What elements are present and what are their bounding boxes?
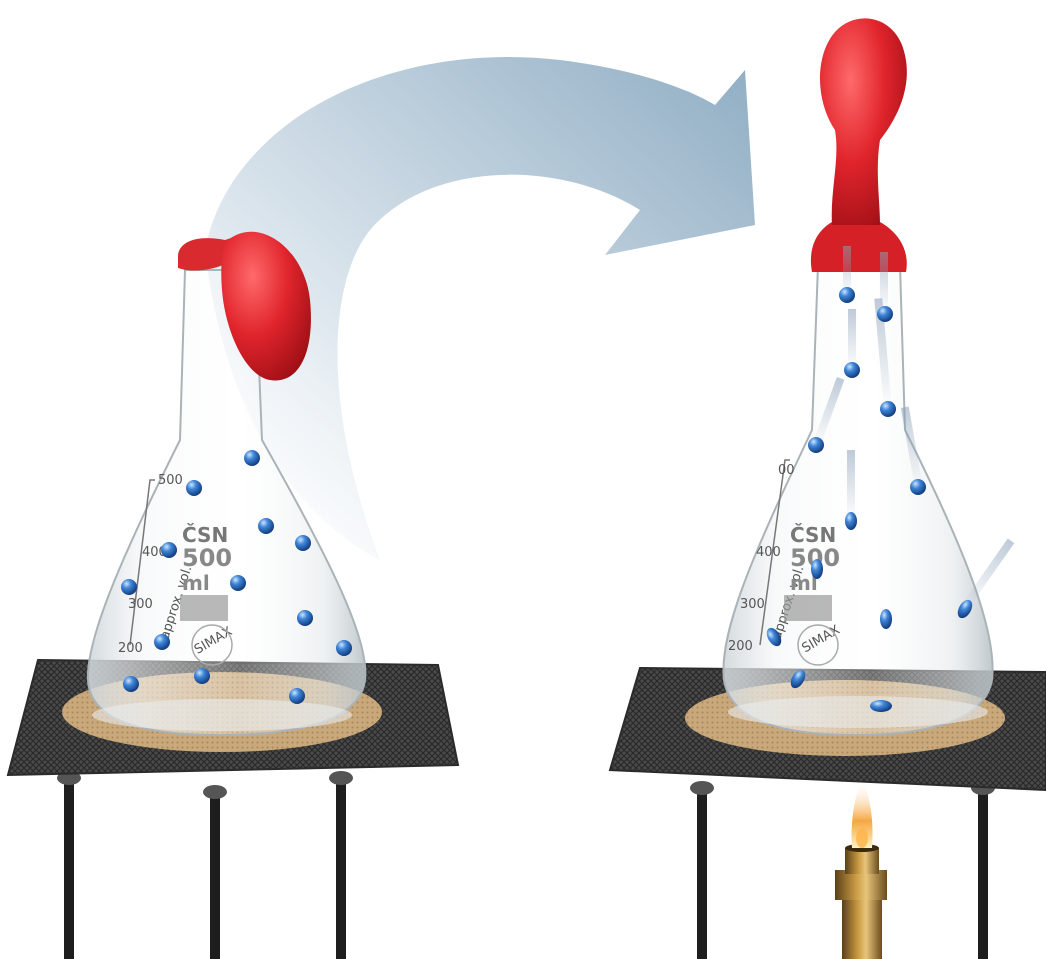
gas-particle: [230, 575, 246, 591]
gas-particle: [186, 480, 202, 496]
grad-200: 200: [728, 639, 753, 654]
grad-300: 300: [740, 597, 765, 612]
gas-particle: [845, 512, 857, 530]
gas-particle: [297, 610, 313, 626]
right-flask: 00 400 300 200 approx. vol. ČSN 500 ml S…: [723, 265, 992, 735]
bunsen-burner: [835, 780, 887, 959]
gas-particle: [336, 640, 352, 656]
grad-400: 400: [756, 545, 781, 560]
gas-particle: [121, 579, 137, 595]
gas-particle: [880, 609, 892, 629]
right-balloon: [811, 18, 907, 272]
left-apparatus: 500 400 300 200 approx. vol. ČSN 500 ml …: [8, 232, 458, 959]
left-label-box: [180, 595, 228, 621]
gas-particle: [161, 542, 177, 558]
left-unit: ml: [182, 571, 210, 595]
gas-particle: [910, 479, 926, 495]
left-tripod: [57, 771, 353, 959]
grad-500: 500: [158, 473, 183, 488]
grad-300: 300: [128, 597, 153, 612]
gas-particle: [844, 362, 860, 378]
gas-particle: [154, 634, 170, 650]
gas-particle: [877, 306, 893, 322]
grad-500-partial: 00: [778, 463, 795, 478]
gas-particle: [295, 535, 311, 551]
gas-particle: [289, 688, 305, 704]
gas-particle: [123, 676, 139, 692]
gas-particle: [811, 559, 823, 579]
gas-particle: [870, 700, 892, 712]
gas-particle: [194, 668, 210, 684]
gas-particle: [839, 287, 855, 303]
gas-particle: [244, 450, 260, 466]
gas-particle: [258, 518, 274, 534]
gas-particle: [880, 401, 896, 417]
left-volume: 500: [182, 544, 232, 572]
right-label-box: [784, 595, 832, 621]
grad-200: 200: [118, 641, 143, 656]
gas-particle: [808, 437, 824, 453]
